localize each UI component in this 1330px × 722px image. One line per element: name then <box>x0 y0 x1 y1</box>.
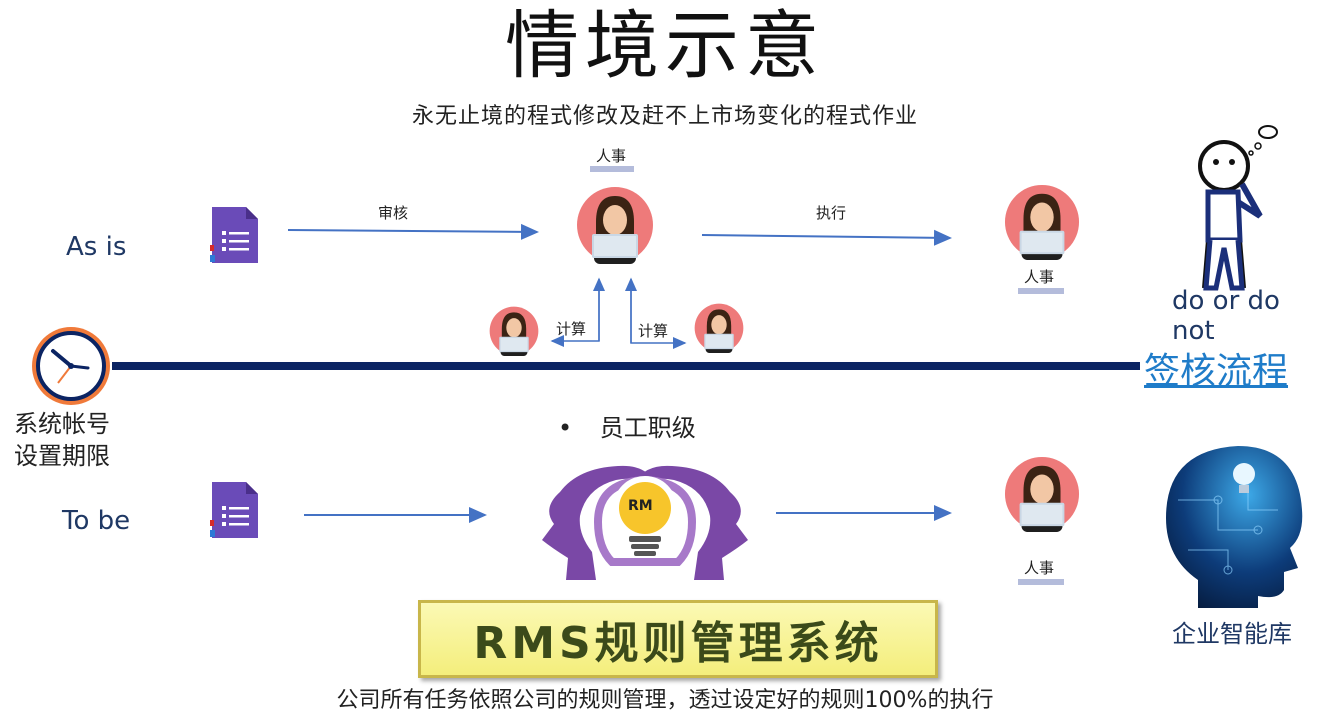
thinker-caption: do or do not <box>1172 286 1280 346</box>
calc-right-avatar-icon <box>694 303 744 353</box>
rm-brain-lightbulb-icon <box>542 465 748 580</box>
form-icon-to-be <box>210 482 258 538</box>
bullet-marker: • <box>558 414 573 442</box>
hr-to-be-avatar-icon <box>1004 456 1080 532</box>
job-level-text: 员工职级 <box>599 414 696 442</box>
review-arrow <box>287 223 539 240</box>
hr-right-label-bar <box>1018 288 1064 294</box>
clock-icon <box>32 327 110 405</box>
approval-flow-link[interactable]: 签核流程 <box>1144 351 1289 392</box>
rms-banner: RMS规则管理系统 <box>418 600 938 678</box>
review-label: 审核 <box>378 204 409 222</box>
thinking-person-icon <box>1198 125 1278 291</box>
hr-top-label: 人事 <box>596 147 627 165</box>
to-be-label: To be <box>62 506 131 536</box>
page-subtitle: 永无止境的程式修改及赶不上市场变化的程式作业 <box>411 104 918 129</box>
calc-left-label: 计算 <box>556 320 587 338</box>
footer-text: 公司所有任务依照公司的规则管理，透过设定好的规则100%的执行 <box>336 688 994 713</box>
calc-right-label: 计算 <box>638 322 669 340</box>
timeline-bar <box>112 362 1140 370</box>
hr-top-label-bar <box>590 166 634 172</box>
hr-to-be-label-bar <box>1018 579 1064 585</box>
as-is-label: As is <box>66 232 127 262</box>
form-icon <box>210 207 258 263</box>
hr-right-label: 人事 <box>1024 268 1055 286</box>
hr-top-avatar-icon <box>577 187 653 264</box>
clock-label-line2: 设置期限 <box>14 442 110 470</box>
clock-label-line1: 系统帐号 <box>14 410 110 438</box>
knowledge-head-icon <box>1166 446 1303 608</box>
page-title: 情境示意 <box>505 3 825 89</box>
rm-badge: RM <box>628 498 653 514</box>
job-level-bullet: • 员工职级 <box>558 408 696 443</box>
knowledge-caption: 企业智能库 <box>1172 620 1292 648</box>
hr-right-avatar-icon <box>1004 184 1080 260</box>
hr-to-be-label: 人事 <box>1024 559 1055 577</box>
execute-arrow <box>701 229 952 246</box>
execute-label: 执行 <box>816 204 847 222</box>
calc-left-avatar-icon <box>489 306 539 356</box>
